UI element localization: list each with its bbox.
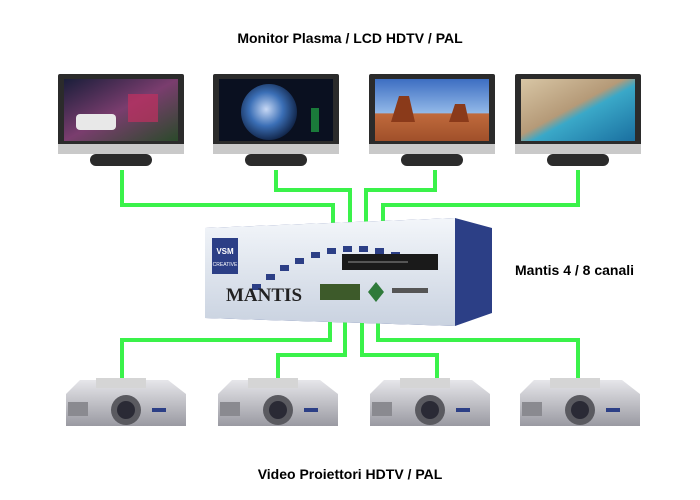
connection-projector-2 (276, 316, 347, 378)
car-show-scene-icon (64, 79, 178, 141)
desert-landscape-scene-icon (375, 79, 489, 141)
badge-bottom-text: CREATIVE (213, 262, 238, 268)
earth-globe-scene-icon (241, 84, 297, 140)
connection-monitor-3 (364, 170, 437, 228)
projector-4 (520, 378, 640, 426)
projector-3 (370, 378, 490, 426)
monitor-1 (58, 74, 184, 166)
projector-2 (218, 378, 338, 426)
control-pad-icon (368, 282, 384, 302)
badge-top-text: VSM (216, 247, 234, 256)
device-caption: Mantis 4 / 8 canali (515, 262, 635, 278)
connection-monitor-4 (381, 170, 580, 228)
mantis-device: VSM CREATIVE MANTIS (205, 218, 492, 326)
monitor-4 (515, 74, 641, 166)
coastline-scene-icon (521, 79, 635, 141)
monitor-3 (369, 74, 495, 166)
projectors-caption: Video Proiettori HDTV / PAL (257, 466, 443, 482)
lcd-display (320, 284, 360, 300)
device-logo-badge (212, 238, 238, 274)
connection-monitor-2 (274, 170, 352, 228)
connection-projector-3 (360, 316, 439, 378)
connection-projector-1 (120, 316, 332, 378)
card-slot (392, 288, 428, 293)
device-brand-text: MANTIS (226, 285, 302, 306)
monitors-caption: Monitor Plasma / LCD HDTV / PAL (237, 30, 463, 46)
projector-1 (66, 378, 186, 426)
connection-projector-4 (376, 316, 580, 378)
connection-lines (120, 170, 580, 378)
monitor-2 (213, 74, 339, 166)
connection-monitor-1 (120, 170, 335, 228)
